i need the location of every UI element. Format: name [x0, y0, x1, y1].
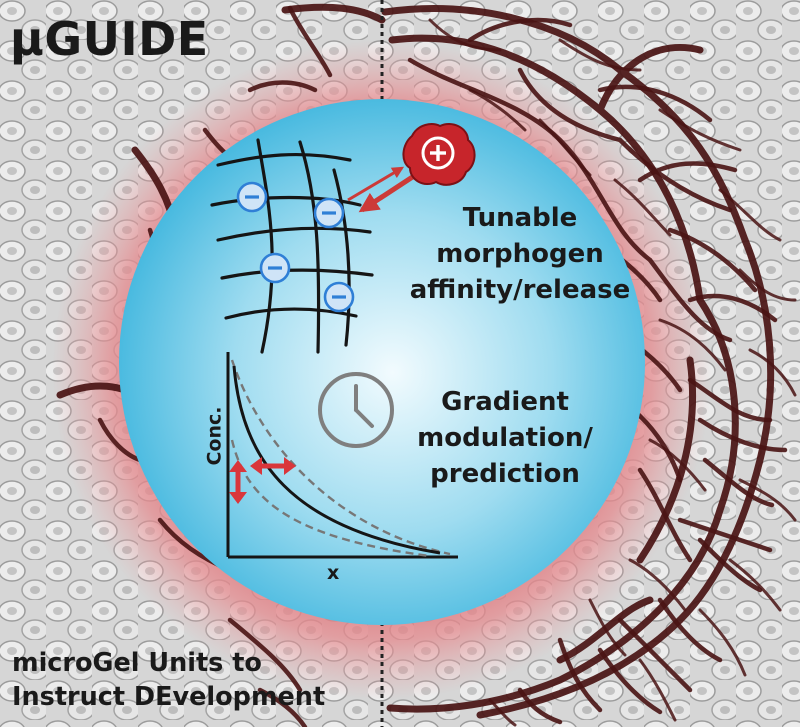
feature-affinity-line-1: Tunable: [462, 203, 578, 233]
plot-x-label: x: [327, 562, 340, 584]
binding-release-arrows: [347, 166, 416, 213]
concentration-plot: [226, 352, 458, 559]
tagline: microGel Units to Instruct DEvelopment: [12, 646, 325, 714]
tagline-line-2: Instruct DEvelopment: [12, 682, 326, 712]
feature-gradient-line-1: Gradient: [441, 387, 569, 417]
brand-title: µGUIDE: [10, 12, 209, 66]
negative-charge-icon: [236, 181, 355, 313]
double-arrow-icon: [229, 457, 296, 504]
microgel-sphere: [119, 99, 645, 625]
plot-y-label: Conc.: [203, 406, 226, 466]
tagline-line-1: microGel Units to: [12, 648, 262, 678]
feature-gradient-line-2: modulation/: [417, 423, 593, 453]
plot-dashed-curve-upper: [230, 359, 451, 556]
feature-affinity-line-2: morphogen: [436, 239, 604, 269]
positive-morphogen-icon: [402, 122, 476, 186]
polymer-mesh: [210, 138, 374, 354]
feature-affinity-label: Tunable morphogen affinity/release: [390, 200, 650, 308]
feature-gradient-line-3: prediction: [430, 459, 580, 489]
feature-gradient-label: Gradient modulation/ prediction: [370, 384, 640, 492]
feature-affinity-line-3: affinity/release: [409, 275, 631, 305]
plot-solid-curve: [232, 365, 441, 555]
plot-dashed-curve-lower: [230, 439, 431, 558]
clock-icon: [318, 372, 394, 448]
